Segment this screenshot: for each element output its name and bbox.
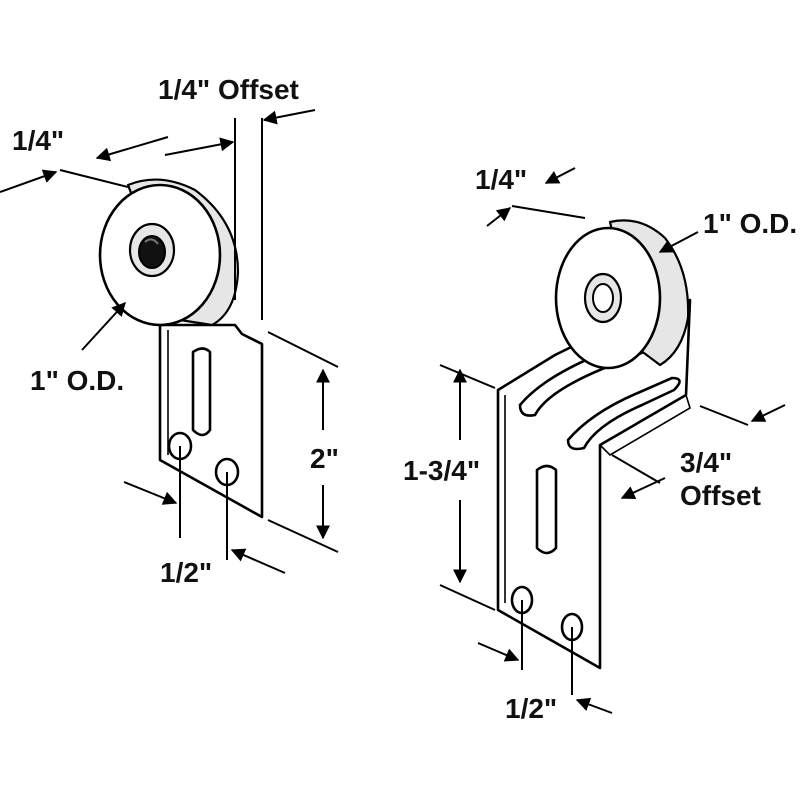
left-od-label: 1" O.D.	[30, 365, 124, 396]
right-offset-label-line2: Offset	[680, 480, 761, 511]
right-offset-dimension: 3/4" Offset	[611, 404, 786, 511]
left-slot	[191, 347, 212, 437]
left-spacing-label: 1/2"	[160, 557, 212, 588]
left-od-callout: 1" O.D.	[30, 301, 126, 396]
left-width-dimension: 1/4"	[0, 125, 169, 193]
left-offset-label: 1/4" Offset	[158, 74, 299, 105]
right-bracket	[496, 219, 692, 670]
right-od-label: 1" O.D.	[703, 208, 797, 239]
right-offset-label-line1: 3/4"	[680, 447, 732, 478]
left-bracket	[98, 178, 264, 519]
right-spacing-label: 1/2"	[505, 693, 557, 724]
left-height-dimension: 2"	[267, 331, 339, 553]
right-slot	[535, 464, 558, 555]
right-height-dimension: 1-3/4"	[403, 364, 496, 611]
right-width-label: 1/4"	[475, 164, 527, 195]
right-height-label: 1-3/4"	[403, 455, 480, 486]
left-width-label: 1/4"	[12, 125, 64, 156]
left-spacing-dimension: 1/2"	[123, 446, 286, 588]
left-height-label: 2"	[310, 443, 339, 474]
left-wheel-bore	[138, 235, 166, 269]
left-offset-dimension: 1/4" Offset	[158, 74, 316, 320]
right-spacing-dimension: 1/2"	[477, 600, 613, 724]
right-width-dimension: 1/4"	[475, 164, 586, 227]
right-od-callout: 1" O.D.	[658, 208, 797, 253]
